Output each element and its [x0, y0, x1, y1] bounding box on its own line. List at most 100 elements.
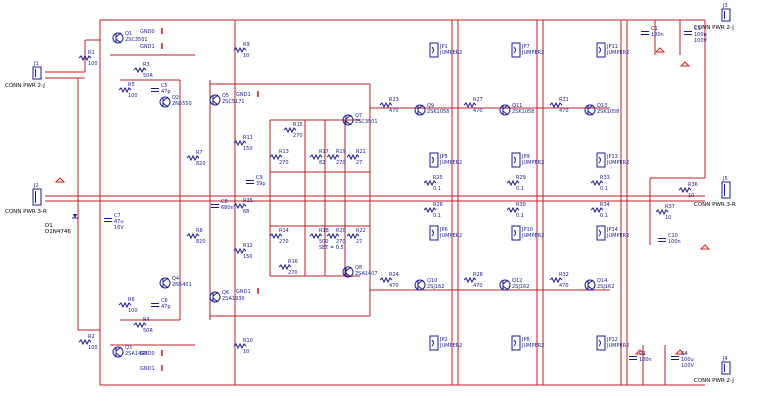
- capacitor-value: 680n: [221, 205, 234, 211]
- resistor-value: 82: [319, 160, 325, 166]
- transistor-part: 2SK1058: [597, 109, 619, 115]
- resistor-value: 68: [243, 209, 249, 215]
- resistor-value: 470: [559, 283, 569, 289]
- transistor-ref: Q14: [597, 278, 607, 284]
- resistor-value: 27: [356, 160, 362, 166]
- resistor-ref: R30: [516, 202, 526, 208]
- resistor-value: 470: [473, 108, 483, 114]
- transistor-part: 2SC5171: [222, 99, 245, 105]
- resistor-ref: R13: [279, 149, 289, 155]
- resistor-value: 100: [88, 61, 98, 67]
- capacitor-value: 100V: [681, 363, 695, 369]
- resistor-value: 0.1: [433, 213, 441, 219]
- transistor-ref: Q2: [172, 95, 179, 101]
- resistor-value: 0.1: [516, 186, 524, 192]
- resistor-r26: R26 0.1: [423, 202, 443, 219]
- resistor-ref: R31: [559, 97, 569, 103]
- resistor-ref: R26: [433, 202, 443, 208]
- transistor-ref: Q4: [172, 276, 179, 282]
- jumper-value: JUMPER2: [439, 233, 462, 239]
- transistor-ref: Q7: [355, 113, 362, 119]
- resistor-ref: R33: [600, 175, 610, 181]
- capacitor-ref: C10: [668, 233, 678, 239]
- jumper-ref: JP13: [606, 154, 618, 160]
- resistor-ref: R3: [143, 62, 150, 68]
- jumper-value: JUMPER2: [439, 160, 462, 166]
- resistor-ref: R2: [88, 334, 95, 340]
- capacitor-ref: C3: [694, 26, 701, 32]
- resistor-ref: R5: [128, 82, 135, 88]
- resistor-value: 500: [319, 239, 329, 245]
- capacitor-value: 100u: [694, 32, 707, 38]
- jumper-value: JUMPER2: [606, 343, 629, 349]
- ground-label: GND0: [140, 350, 163, 357]
- resistor-value: 150: [243, 254, 253, 260]
- resistor-ref: R1: [88, 50, 95, 56]
- ground-text: GND1: [140, 366, 155, 372]
- ground-text: GND0: [140, 351, 155, 357]
- connector-type: CONN PWR 2-J: [694, 378, 734, 384]
- resistor-ref: R17: [319, 149, 329, 155]
- transistor-ref: Q11: [512, 103, 522, 109]
- connector-ref: J2: [33, 183, 39, 189]
- ground-symbol: [699, 244, 711, 250]
- resistor-value: 0.1: [600, 186, 608, 192]
- ground-symbol: [634, 349, 646, 355]
- diode-part: D1N4746: [45, 229, 71, 235]
- capacitor-value: 47p: [161, 89, 171, 95]
- ground-symbol: [679, 61, 691, 67]
- resistor-ref: R11: [243, 135, 253, 141]
- resistor-value: 270: [293, 133, 303, 139]
- resistor-ref: R6: [128, 297, 135, 303]
- capacitor-ref: C7: [114, 213, 121, 219]
- connector-type: CONN PWR 2-J: [694, 25, 734, 31]
- ground-label: GND0: [140, 28, 163, 35]
- connector-type: CONN PWR 2-J: [5, 83, 45, 89]
- resistor-value: 470: [389, 108, 399, 114]
- jumper-ref: JP10: [521, 227, 533, 233]
- ground-label: GND1: [140, 43, 163, 50]
- jumper-value: JUMPER2: [606, 50, 629, 56]
- resistor-ref: R34: [600, 202, 610, 208]
- capacitor-value: 47p: [161, 304, 171, 310]
- transistor-part: 2SA1407: [355, 271, 378, 277]
- resistor-ref: R22: [356, 228, 366, 234]
- capacitor-ref: C8: [221, 199, 228, 205]
- connector-type: CONN PWR 3-R: [5, 209, 47, 215]
- jumper-value: JUMPER2: [521, 233, 544, 239]
- capacitor-value: 100V: [694, 38, 708, 44]
- transistor-ref: Q13: [597, 103, 607, 109]
- transistor-part: 2N5550: [172, 101, 192, 107]
